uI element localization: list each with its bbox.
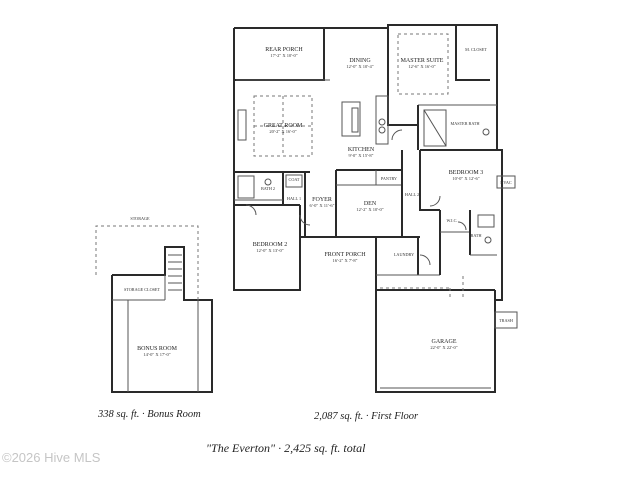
den-label: DEN xyxy=(364,201,377,207)
rear-porch-label: REAR PORCH xyxy=(265,47,303,53)
great-room-label: GREAT ROOM xyxy=(264,123,303,129)
master-suite-dims: 12'-6" X 16'-0" xyxy=(408,64,435,69)
dining-dims: 12'-0" X 10'-4" xyxy=(346,64,373,69)
great-room-dims: 20'-2" X 16'-0" xyxy=(269,129,296,134)
pantry-label: PANTRY xyxy=(381,176,397,181)
foyer-label: FOYER xyxy=(312,197,332,203)
kitchen-dims: 9'-0" X 15'-8" xyxy=(348,153,373,158)
bath-fixtures xyxy=(237,109,495,244)
garage-label: GARAGE xyxy=(432,339,457,345)
bonus-room-walls xyxy=(95,225,213,393)
first-floor-walls xyxy=(233,24,518,393)
dining-label: DINING xyxy=(349,58,371,64)
first-floor-caption: 2,087 sq. ft. · First Floor xyxy=(314,411,419,422)
m-closet-label: M. CLOSET xyxy=(465,47,487,52)
wic-label: W.I.C. xyxy=(447,218,458,223)
den-dims: 12'-2" X 10'-0" xyxy=(356,207,383,212)
ceiling-dash-lines xyxy=(253,33,464,300)
trash-label: TRASH xyxy=(499,318,513,323)
coat-label: COAT xyxy=(289,177,300,182)
storage-closet-label: STORAGE CLOSET xyxy=(124,287,161,292)
bedroom2-label: BEDROOM 2 xyxy=(253,242,288,248)
bath2-label: BATH 2 xyxy=(261,186,275,191)
rear-porch-dims: 17'-2" X 10'-0" xyxy=(270,53,297,58)
laundry-label: LAUNDRY xyxy=(394,252,414,257)
kitchen-fixtures xyxy=(237,95,389,145)
hvac-label: HVAC xyxy=(500,180,512,185)
hall1-label: HALL 1 xyxy=(287,196,301,201)
front-porch-dims: 16'-2" X 7'-8" xyxy=(332,258,357,263)
bedroom3-dims: 10'-0" X 12'-6" xyxy=(452,176,479,181)
door-swings xyxy=(245,129,467,266)
kitchen-label: KITCHEN xyxy=(348,147,375,153)
hall2-label: HALL 2 xyxy=(405,192,419,197)
bedroom3-label: BEDROOM 3 xyxy=(449,170,484,176)
garage-dims: 22'-0" X 22'-0" xyxy=(430,345,457,350)
foyer-dims: 6'-0" X 11'-6" xyxy=(310,203,335,208)
watermark: ©2026 Hive MLS xyxy=(2,450,101,465)
bedroom2-dims: 12'-0" X 13'-0" xyxy=(256,248,283,253)
bonus-room-caption: 338 sq. ft. · Bonus Room xyxy=(98,409,201,420)
storage-label: STORAGE xyxy=(130,216,150,221)
plan-title: "The Everton" · 2,425 sq. ft. total xyxy=(206,441,366,455)
bonus-room-dims: 14'-0" X 17'-0" xyxy=(143,352,170,357)
bonus-room-label: BONUS ROOM xyxy=(137,346,178,352)
front-porch-label: FRONT PORCH xyxy=(324,252,366,258)
room-labels: REAR PORCH 17'-2" X 10'-0" DINING 12'-0"… xyxy=(124,47,513,357)
bath-label: BATH xyxy=(471,233,482,238)
master-suite-label: MASTER SUITE xyxy=(401,58,444,64)
master-bath-label: MASTER BATH xyxy=(451,121,480,126)
